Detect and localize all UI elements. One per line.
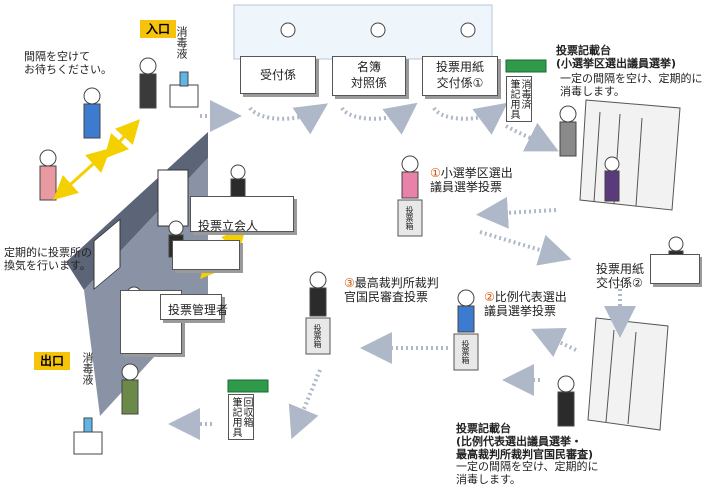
window-right: [157, 169, 189, 227]
sanitizer-stand-entrance: [169, 84, 199, 108]
manager-desk-top: [160, 294, 222, 320]
vote-step-1-num: ①: [430, 166, 441, 180]
booth2-title: 投票記載台 (比例代表選出議員選挙・ 最高裁判所裁判官国民審査): [456, 422, 594, 461]
ballot-issue-2-label: 投票用紙 交付係②: [596, 262, 645, 290]
register-check-desk: 名簿 対照係: [332, 56, 406, 96]
collection-box: 回収箱 筆記用具: [228, 394, 254, 440]
ballot-box-3: [305, 317, 331, 355]
observer-label: 投票立会人: [198, 219, 259, 233]
manager-label: 投票管理者: [168, 303, 229, 317]
booth-frame-2: [587, 317, 669, 431]
vote-step-3-num: ③: [344, 276, 355, 290]
vote-step-3-text: 最高裁判所裁判 官国民審査投票: [344, 276, 439, 304]
partition-screen: [233, 4, 493, 60]
ballot-issue-desk-2: [650, 254, 700, 284]
ballot-box-3-label: 投票箱: [313, 324, 322, 348]
disinfected-tools-box: 消毒済 筆記用具: [506, 76, 532, 122]
flow-arrows: [168, 100, 636, 440]
sanitizer-bottle-icon: [179, 71, 189, 87]
booth1-note: 一定の間隔を空け、定期的に 消毒します。: [560, 72, 702, 98]
entrance-tag: 入口: [140, 20, 177, 38]
vote-step-3: ③最高裁判所裁判 官国民審査投票: [344, 276, 439, 304]
ventilation-note: 定期的に投票所の 換気を行います。: [4, 246, 92, 272]
vote-step-2: ②比例代表選出 議員選挙投票: [484, 290, 567, 318]
exit-tag: 出口: [34, 352, 71, 370]
ballot-box-2-label: 投票箱: [461, 340, 470, 364]
observer-desk: [190, 196, 294, 232]
reception-desk: 受付係: [240, 56, 316, 94]
sanitizer-bottle-icon: [83, 417, 93, 433]
queue-note: 間隔を空けて お待ちください。: [24, 50, 112, 76]
vote-step-1-text: 小選挙区選出 議員選挙投票: [430, 166, 513, 194]
vote-step-1: ①小選挙区選出 議員選挙投票: [430, 166, 513, 194]
tray-disinfected: [505, 59, 547, 73]
entrance-disinfectant-label: 消毒液: [175, 26, 188, 59]
booth1-title: 投票記載台 (小選挙区選出議員選挙): [556, 44, 677, 70]
exit-disinfectant-label: 消毒液: [81, 352, 94, 385]
sanitizer-stand-exit: [73, 431, 103, 455]
vote-step-2-num: ②: [484, 290, 495, 304]
ballot-box-1-label: 投票箱: [405, 206, 414, 230]
vote-step-2-text: 比例代表選出 議員選挙投票: [484, 290, 567, 318]
ballot-box-1: [397, 199, 423, 237]
booth2-note: 一定の間隔を空け、定期的に 消毒します。: [456, 460, 599, 486]
window-left: [93, 218, 121, 291]
ballot-box-2: [453, 333, 479, 371]
ballot-issue-desk-1: 投票用紙 交付係①: [422, 56, 498, 96]
tray-collect: [227, 379, 269, 393]
observer-desk-lower: [172, 240, 240, 270]
